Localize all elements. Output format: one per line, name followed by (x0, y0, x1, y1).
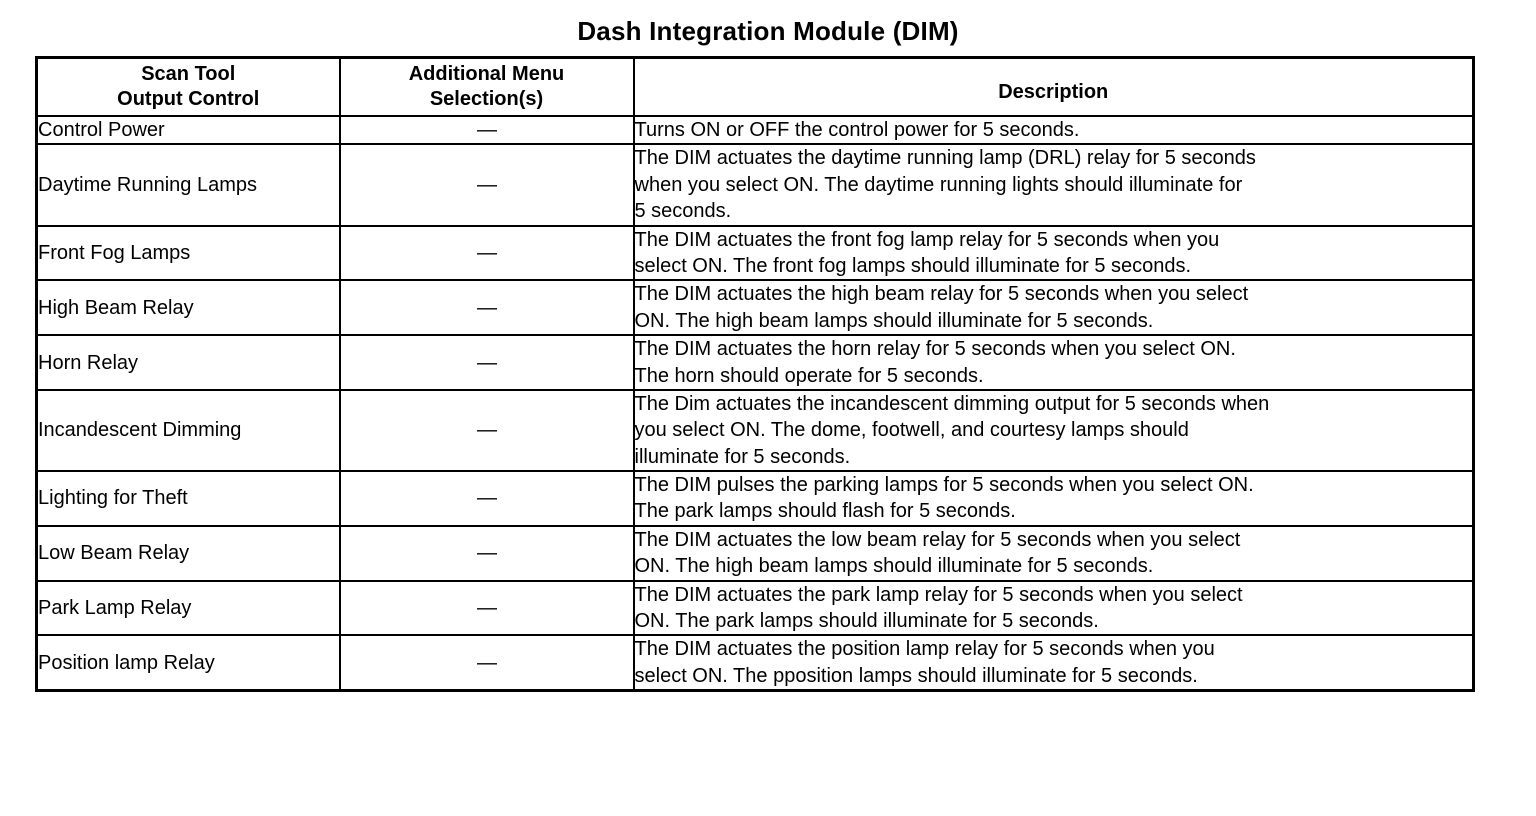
cell-scan-tool-output-control: Incandescent Dimming (35, 388, 341, 473)
em-dash-icon: — (477, 351, 497, 374)
description-line: The DIM actuates the horn relay for 5 se… (634, 338, 1236, 361)
cell-description: The Dim actuates the incandescent dimmin… (632, 388, 1475, 473)
table-row: Front Fog Lamps — The DIM actuates the fro… (35, 224, 1475, 282)
em-dash-icon: — (477, 542, 497, 565)
description-line: The DIM actuates the daytime running lam… (634, 147, 1256, 170)
column-header-line-2: Output Control (117, 88, 260, 110)
description-line: Turns ON or OFF the control power for 5 … (634, 119, 1080, 141)
cell-additional-menu-selection: — (338, 634, 635, 692)
description-line: The DIM actuates the high beam relay for… (634, 283, 1249, 306)
description-line: ON. The high beam lamps should illuminat… (634, 555, 1154, 578)
dim-output-control-table-wrapper: Scan Tool Output Control Additional Menu… (35, 56, 1475, 693)
cell-scan-tool-output-control: High Beam Relay (35, 279, 341, 337)
cell-description: The DIM actuates the high beam relay for… (632, 279, 1475, 337)
table-row: High Beam Relay — The DIM actuates the hig… (35, 279, 1475, 337)
cell-scan-tool-output-control: Lighting for Theft (35, 470, 341, 527)
table-row: Horn Relay — The DIM actuates the horn rel… (35, 334, 1475, 391)
dim-output-control-table: Scan Tool Output Control Additional Menu… (35, 56, 1475, 693)
cell-description: The DIM actuates the low beam relay for … (632, 524, 1475, 582)
page-title: Dash Integration Module (DIM) (577, 16, 959, 46)
description-line: The Dim actuates the incandescent dimmin… (634, 392, 1270, 415)
column-header-line-1: Additional Menu (408, 63, 565, 85)
cell-scan-tool-output-control: Daytime Running Lamps (35, 143, 341, 227)
table-row: Control Power — Turns ON or OFF the contro… (35, 114, 1475, 146)
description-line: when you select ON. The daytime running … (634, 173, 1243, 196)
cell-scan-tool-output-control: Low Beam Relay (35, 524, 341, 582)
column-header-additional-menu-selections: Additional Menu Selection(s) (338, 56, 635, 117)
cell-scan-tool-output-control: Control Power (35, 114, 341, 146)
column-header-scan-tool-output-control: Scan Tool Output Control (35, 56, 341, 117)
table-header: Scan Tool Output Control Additional Menu… (35, 56, 1475, 117)
cell-description: Turns ON or OFF the control power for 5 … (632, 114, 1475, 146)
description-line: The DIM actuates the position lamp relay… (634, 638, 1215, 661)
em-dash-icon: — (477, 651, 497, 674)
cell-additional-menu-selection: — (338, 470, 635, 527)
description-line: illuminate for 5 seconds. (634, 445, 851, 468)
cell-additional-menu-selection: — (338, 279, 635, 337)
em-dash-icon: — (477, 296, 497, 319)
table-row: Position lamp Relay — The DIM actuates the… (35, 634, 1475, 692)
em-dash-icon: — (477, 419, 497, 442)
cell-description: The DIM actuates the front fog lamp rela… (632, 224, 1475, 282)
cell-description: The DIM actuates the daytime running lam… (632, 143, 1475, 227)
description-line: select ON. The front fog lamps should il… (634, 254, 1192, 277)
column-header-description: Description (632, 56, 1475, 117)
em-dash-icon: — (477, 597, 497, 620)
description-line: The DIM actuates the low beam relay for … (634, 528, 1241, 551)
em-dash-icon: — (477, 173, 497, 196)
description-line: The horn should operate for 5 seconds. (634, 364, 984, 387)
em-dash-icon: — (477, 119, 497, 142)
cell-additional-menu-selection: — (338, 143, 635, 227)
cell-additional-menu-selection: — (338, 388, 635, 473)
column-header-line-2: Selection(s) (429, 88, 544, 110)
cell-additional-menu-selection: — (338, 524, 635, 582)
description-line: ON. The high beam lamps should illuminat… (634, 309, 1154, 332)
table-row: Park Lamp Relay — The DIM actuates the par… (35, 579, 1475, 637)
description-line: The park lamps should flash for 5 second… (634, 500, 1016, 523)
cell-description: The DIM actuates the position lamp relay… (632, 634, 1475, 692)
description-line: 5 seconds. (634, 200, 732, 223)
description-line: The DIM actuates the park lamp relay for… (634, 583, 1243, 606)
table-body: Control Power — Turns ON or OFF the contro… (35, 114, 1475, 692)
column-header-line-1: Scan Tool (141, 63, 236, 85)
cell-additional-menu-selection: — (338, 224, 635, 282)
description-line: you select ON. The dome, footwell, and c… (634, 419, 1189, 442)
description-line: ON. The park lamps should illuminate for… (634, 610, 1099, 633)
table-row: Low Beam Relay — The DIM actuates the low … (35, 524, 1475, 582)
cell-description: The DIM actuates the park lamp relay for… (632, 579, 1475, 637)
cell-description: The DIM actuates the horn relay for 5 se… (632, 334, 1475, 391)
cell-scan-tool-output-control: Park Lamp Relay (35, 579, 341, 637)
description-line: The DIM pulses the parking lamps for 5 s… (634, 474, 1254, 497)
cell-additional-menu-selection: — (338, 114, 635, 146)
table-header-row: Scan Tool Output Control Additional Menu… (35, 56, 1475, 117)
cell-additional-menu-selection: — (338, 579, 635, 637)
table-row: Lighting for Theft — The DIM pulses the pa… (35, 470, 1475, 527)
cell-additional-menu-selection: — (338, 334, 635, 391)
description-line: The DIM actuates the front fog lamp rela… (634, 228, 1220, 251)
cell-description: The DIM pulses the parking lamps for 5 s… (632, 470, 1475, 527)
table-row: Daytime Running Lamps — The DIM actuates t… (35, 143, 1475, 227)
description-line: select ON. The pposition lamps should il… (634, 664, 1198, 687)
table-row: Incandescent Dimming — The Dim actuates th… (35, 388, 1475, 473)
cell-scan-tool-output-control: Horn Relay (35, 334, 341, 391)
cell-scan-tool-output-control: Front Fog Lamps (35, 224, 341, 282)
cell-scan-tool-output-control: Position lamp Relay (35, 634, 341, 692)
em-dash-icon: — (477, 487, 497, 510)
em-dash-icon: — (477, 241, 497, 264)
